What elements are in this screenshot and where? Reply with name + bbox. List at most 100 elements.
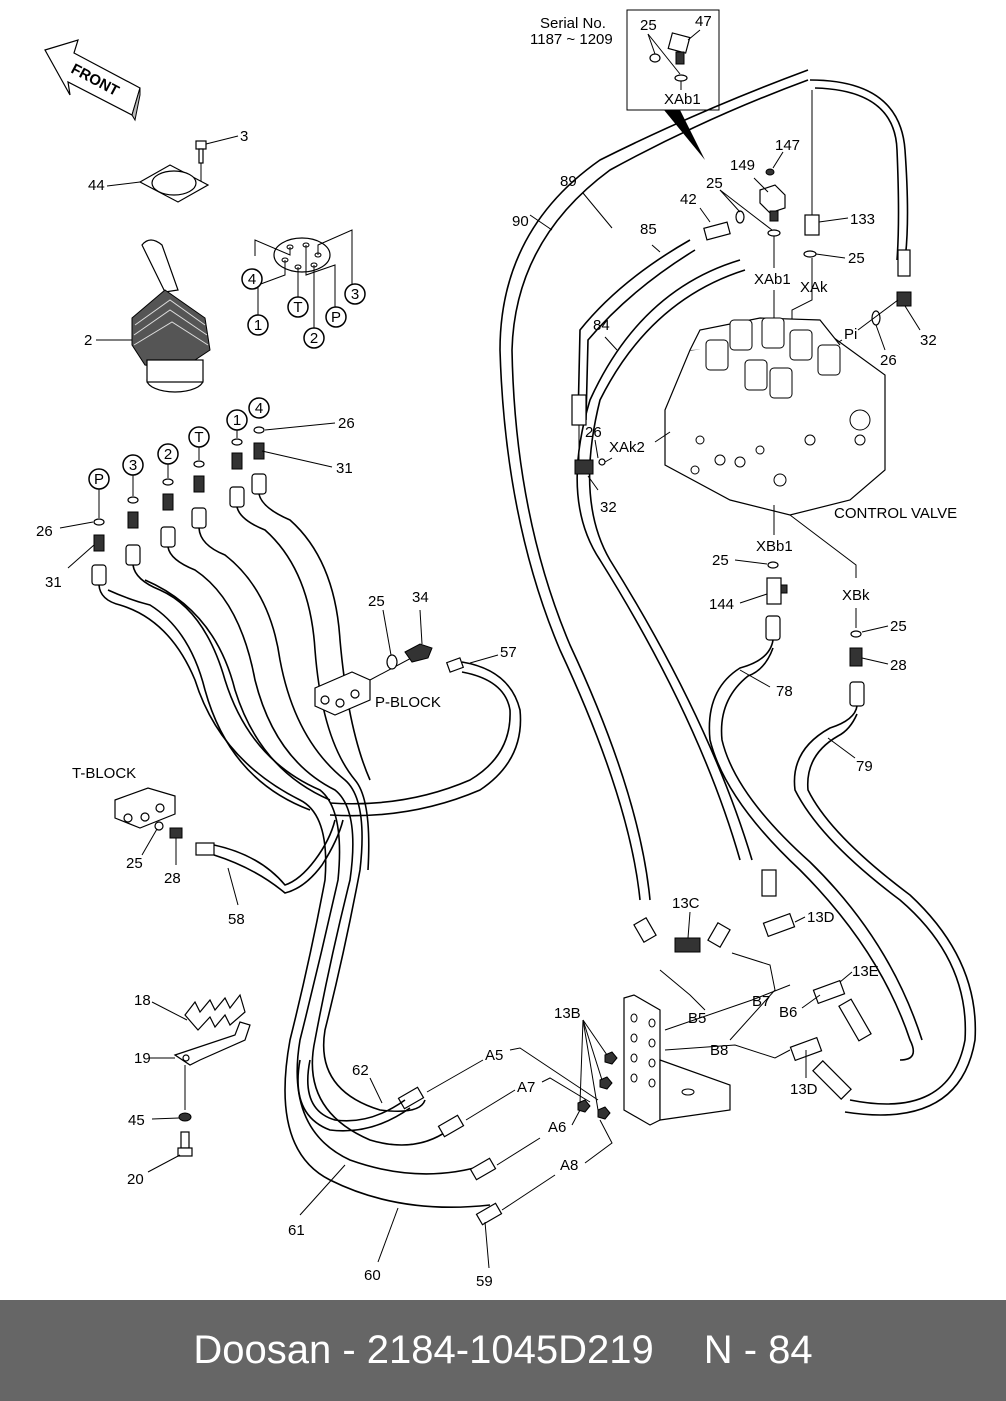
svg-text:P: P [94, 471, 104, 488]
callout-25-xbk: 25 [890, 618, 907, 635]
left-hose-bundle [98, 493, 491, 1209]
bottom-hoses: A5 A7 A6 A8 62 61 60 59 [288, 1047, 613, 1290]
callout-79: 79 [856, 758, 873, 775]
serial-range: 1187 ~ 1209 [530, 31, 613, 48]
callout-26-right: 26 [880, 352, 897, 369]
callout-62: 62 [352, 1062, 369, 1079]
callout-25-t: 25 [126, 855, 143, 872]
callout-25-xbb1: 25 [712, 552, 729, 569]
callout-58: 58 [228, 911, 245, 928]
inset-port-label: XAb1 [664, 91, 701, 108]
callout-26-left: 26 [36, 523, 53, 540]
callout-42: 42 [680, 191, 697, 208]
port-a8: A8 [560, 1157, 578, 1174]
port-xak2: XAk2 [609, 439, 645, 456]
callout-13d-bottom: 13D [790, 1081, 818, 1098]
t-block-label: T-BLOCK [72, 765, 136, 782]
port-4: 4 [248, 397, 270, 495]
callout-13b: 13B [554, 1005, 581, 1022]
svg-text:47: 47 [695, 13, 712, 30]
valve-top-fittings: 42 149 147 25 133 25 XAb1 XAk Pi 26 32 [680, 90, 937, 369]
callout-89: 89 [560, 173, 577, 190]
callout-32-right: 32 [920, 332, 937, 349]
callout-144: 144 [709, 596, 734, 613]
t-block: T-BLOCK 25 28 58 [72, 765, 344, 928]
right-long-hoses: 90 89 85 84 [499, 69, 911, 901]
callout-90: 90 [512, 213, 529, 230]
svg-text:1: 1 [233, 412, 241, 429]
port-b7: B7 [752, 993, 770, 1010]
callout-28-t: 28 [164, 870, 181, 887]
svg-text:2: 2 [310, 330, 318, 347]
callout-44: 44 [88, 177, 105, 194]
port-circle-1: 1 [247, 314, 269, 336]
port-xbk: XBk [842, 587, 870, 604]
port-circle-P: P [325, 306, 347, 328]
svg-text:P: P [331, 309, 341, 326]
hose-port-fittings: P 3 2 T 1 4 [36, 397, 355, 591]
joystick-port-map: 4 1 T 2 P 3 [241, 229, 366, 349]
control-valve: CONTROL VALVE XAk2 26 32 [574, 317, 957, 522]
control-valve-label: CONTROL VALVE [834, 505, 957, 522]
svg-text:T: T [293, 299, 302, 316]
callout-25-p: 25 [368, 593, 385, 610]
serial-inset: Serial No. 1187 ~ 1209 25 47 XAb1 [530, 9, 720, 160]
callout-85: 85 [640, 221, 657, 238]
port-circle-T: T [287, 296, 309, 318]
callout-13e: 13E [852, 963, 879, 980]
callout-57: 57 [500, 644, 517, 661]
svg-text:4: 4 [248, 271, 256, 288]
port-a6: A6 [548, 1119, 566, 1136]
callout-3: 3 [240, 128, 248, 145]
joystick-lever-2: 2 [84, 239, 211, 393]
plate-44: 44 [88, 164, 210, 203]
callout-13d-top: 13D [807, 909, 835, 926]
ref-prefix: N [703, 1328, 733, 1372]
callout-2: 2 [84, 332, 92, 349]
serial-title: Serial No. [540, 15, 606, 32]
port-a5: A5 [485, 1047, 503, 1064]
port-circle-3: 3 [344, 283, 366, 305]
callout-31-left: 31 [45, 574, 62, 591]
bulkhead-bracket: 13C 13D 13E 13D 13B B5 B7 [554, 869, 879, 1126]
callout-61: 61 [288, 1222, 305, 1239]
ref-separator: - [732, 1328, 769, 1372]
svg-text:3: 3 [129, 457, 137, 474]
callout-18: 18 [134, 992, 151, 1009]
port-a7: A7 [517, 1079, 535, 1096]
ref-number: 84 [768, 1328, 813, 1372]
svg-text:2: 2 [164, 446, 172, 463]
svg-text:1: 1 [254, 317, 262, 334]
callout-26-left-valve: 26 [585, 424, 602, 441]
part-number: 2184-1045D219 [366, 1328, 654, 1372]
callout-31-top: 31 [336, 460, 353, 477]
callout-28-xbk: 28 [890, 657, 907, 674]
port-b6: B6 [779, 1004, 797, 1021]
callout-25-b: 25 [848, 250, 865, 267]
port-b8: B8 [710, 1042, 728, 1059]
p-block-label: P-BLOCK [375, 694, 441, 711]
port-3: 3 [122, 454, 144, 566]
port-T: T [188, 426, 210, 529]
callout-59: 59 [476, 1273, 493, 1290]
port-xab1: XAb1 [754, 271, 791, 288]
callout-34: 34 [412, 589, 429, 606]
callout-60: 60 [364, 1267, 381, 1284]
hydraulic-parts-diagram: FRONT 3 44 2 4 1 [36, 9, 977, 1290]
callout-26-top: 26 [338, 415, 355, 432]
port-pi: Pi [844, 326, 857, 343]
callout-45: 45 [128, 1112, 145, 1129]
callout-147: 147 [775, 137, 800, 154]
svg-text:3: 3 [351, 286, 359, 303]
front-arrow-icon: FRONT [44, 39, 141, 122]
svg-text:25: 25 [640, 17, 657, 34]
port-P: P [88, 468, 110, 586]
callout-25-a: 25 [706, 175, 723, 192]
clamp-assembly: 18 19 45 20 [127, 992, 251, 1188]
footer-caption: Doosan - 2184-1045D219 N - 84 [0, 1300, 1006, 1401]
callout-149: 149 [730, 157, 755, 174]
callout-78: 78 [776, 683, 793, 700]
svg-text:4: 4 [255, 400, 263, 417]
svg-text:T: T [194, 429, 203, 446]
port-circle-2: 2 [303, 327, 325, 349]
